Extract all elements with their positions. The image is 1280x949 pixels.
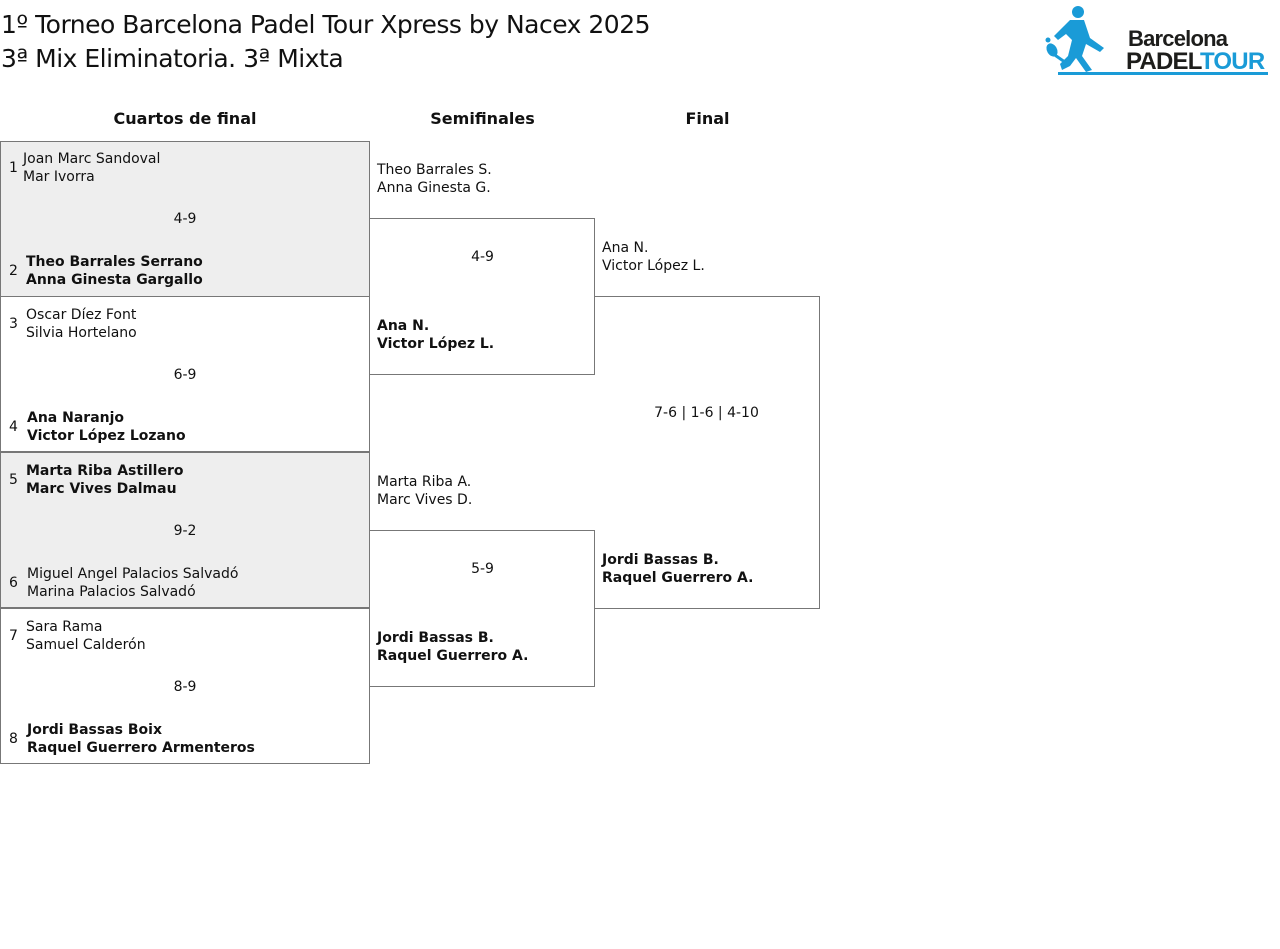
player-name: Marc Vives Dalmau [26,481,177,497]
logo-text-top: Barcelona [1128,26,1229,51]
logo-text-bottom-b: TOUR [1200,48,1265,75]
team-bottom-winner: Jordi Bassas B. Raquel Guerrero A. [602,551,753,587]
bracket-line [595,608,820,609]
team-bottom-winner: Ana N. Victor López L. [377,317,494,353]
bracket-line [370,686,595,687]
round-label-quarterfinals: Cuartos de final [113,109,257,128]
player-name: Miguel Angel Palacios Salvadó [27,566,239,582]
seed-number: 7 [9,628,18,644]
player-name: Marina Palacios Salvadó [27,584,196,600]
player-name: Victor López Lozano [27,428,186,444]
team-top: Ana N. Victor López L. [602,239,705,275]
seed-number: 2 [9,263,18,279]
logo-text-bottom-a: PADEL [1126,48,1202,75]
match-score: 8-9 [173,679,197,695]
title-line-1: 1º Torneo Barcelona Padel Tour Xpress by… [1,10,651,39]
seed-number: 1 [9,160,18,176]
seed-number: 6 [9,575,18,591]
match-score: 7-6 | 1-6 | 4-10 [654,405,759,421]
player-name: Samuel Calderón [26,637,146,653]
team-top: Marta Riba A. Marc Vives D. [377,473,472,509]
player-name: Victor López L. [377,336,495,352]
team-top: Joan Marc Sandoval Mar Ivorra [23,150,160,186]
title-line-2: 3ª Mix Eliminatoria. 3ª Mixta [1,44,344,73]
player-name: Raquel Guerrero Armenteros [27,740,255,756]
team-bottom-winner: Ana Naranjo Victor López Lozano [27,409,186,445]
player-name: Raquel Guerrero A. [602,570,754,586]
bracket-line [819,296,820,609]
bracket-line [370,218,595,219]
player-name: Joan Marc Sandoval [23,151,161,167]
player-name: Theo Barrales S. [377,162,492,178]
player-name: Marc Vives D. [377,492,473,508]
player-name: Mar Ivorra [23,169,95,185]
player-name: Anna Ginesta Gargallo [26,272,203,288]
player-name: Marta Riba A. [377,474,472,490]
bracket-line [370,374,595,375]
quarterfinal-match-1: 1 Joan Marc Sandoval Mar Ivorra 4-9 2 Th… [0,141,370,297]
team-bottom-winner: Jordi Bassas B. Raquel Guerrero A. [377,629,528,665]
match-score: 4-9 [173,211,197,227]
round-label-final: Final [685,109,730,128]
player-name: Silvia Hortelano [26,325,137,341]
team-top: Theo Barrales S. Anna Ginesta G. [377,161,492,197]
player-name: Marta Riba Astillero [26,463,184,479]
quarterfinal-match-4: 7 Sara Rama Samuel Calderón 8-9 8 Jordi … [0,608,370,764]
team-top: Oscar Díez Font Silvia Hortelano [26,306,137,342]
player-name: Jordi Bassas B. [377,630,494,646]
player-name: Jordi Bassas Boix [27,722,162,738]
player-name: Oscar Díez Font [26,307,137,323]
match-score: 9-2 [173,523,197,539]
team-bottom: Miguel Angel Palacios Salvadó Marina Pal… [27,565,238,601]
team-bottom-winner: Jordi Bassas Boix Raquel Guerrero Arment… [27,721,255,757]
match-score: 4-9 [471,249,494,265]
team-top-winner: Marta Riba Astillero Marc Vives Dalmau [26,462,184,498]
player-name: Ana N. [602,240,649,256]
seed-number: 4 [9,419,18,435]
seed-number: 3 [9,316,18,332]
match-score: 5-9 [471,561,494,577]
bracket-line [370,530,595,531]
padel-player-icon: Barcelona PADEL TOUR [1045,6,1268,75]
player-name: Ana N. [377,318,430,334]
team-bottom-winner: Theo Barrales Serrano Anna Ginesta Garga… [26,253,203,289]
player-name: Theo Barrales Serrano [26,254,203,270]
bracket-line [595,296,820,297]
bracket-line [594,218,595,375]
quarterfinal-match-2: 3 Oscar Díez Font Silvia Hortelano 6-9 4… [0,296,370,452]
round-label-semifinals: Semifinales [430,109,535,128]
player-name: Sara Rama [26,619,103,635]
quarterfinal-match-3: 5 Marta Riba Astillero Marc Vives Dalmau… [0,452,370,608]
player-name: Victor López L. [602,258,705,274]
player-name: Ana Naranjo [27,410,125,426]
player-name: Anna Ginesta G. [377,180,491,196]
player-name: Raquel Guerrero A. [377,648,529,664]
tournament-title: 1º Torneo Barcelona Padel Tour Xpress by… [1,8,651,76]
seed-number: 5 [9,472,18,488]
match-score: 6-9 [173,367,197,383]
team-top: Sara Rama Samuel Calderón [26,618,146,654]
player-name: Jordi Bassas B. [602,552,719,568]
seed-number: 8 [9,731,18,747]
barcelona-padel-tour-logo: Barcelona PADEL TOUR [1040,4,1272,78]
bracket-line [594,530,595,687]
